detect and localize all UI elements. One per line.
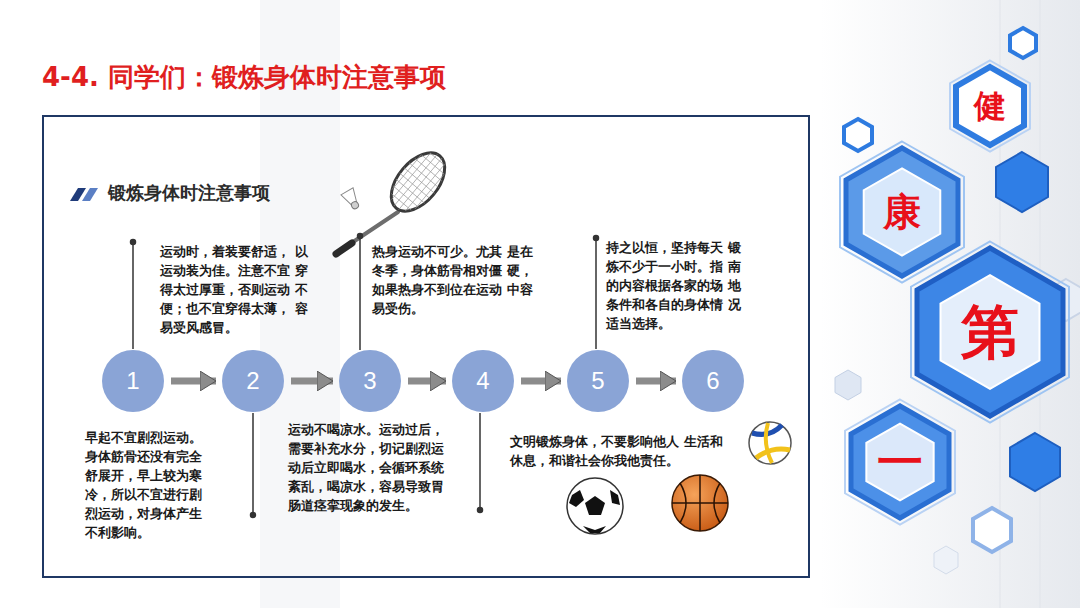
decor-hexagon: [996, 152, 1048, 212]
step-number: 4: [476, 367, 489, 395]
racket-string: [399, 158, 442, 210]
hexagon-ring: [911, 242, 1069, 423]
hexagon-core: [941, 275, 1040, 389]
title-hexagon: 第: [915, 246, 1065, 418]
hexagon-char: 康: [883, 193, 921, 231]
decor-hexagon: [835, 370, 861, 400]
leader-dot: [131, 240, 136, 245]
ball-panel: [756, 449, 790, 458]
step-circle: 3: [339, 350, 401, 412]
note-text: 运动时，着装要舒适， 以运动装为佳。注意不宜 穿得太过厚重，否则运动 不便；也不…: [160, 242, 310, 337]
ball-seam: [699, 475, 701, 531]
hexagon-body: [956, 67, 1024, 145]
racket-string: [409, 163, 439, 188]
flow-arrow: [521, 378, 561, 385]
shuttlecock: [341, 188, 363, 212]
note-text: 持之以恒，坚持每天 锻炼不少于一小时。指 南的内容根据各家的场 地条件和各自的身…: [606, 238, 742, 333]
slash-mark: [82, 188, 98, 201]
leader-line: [595, 238, 597, 349]
ball-seam: [680, 483, 686, 523]
flow-arrow: [408, 378, 446, 385]
ball-body: [567, 478, 623, 534]
hexagon-ring: [950, 61, 1030, 152]
leader-line: [359, 236, 361, 350]
racket-grip: [336, 243, 352, 254]
title-hexagon: 一: [849, 404, 951, 520]
racket-string: [430, 153, 444, 165]
ball-patch: [610, 490, 620, 505]
leader-dot: [358, 234, 363, 239]
decor-hexagon: [844, 119, 872, 151]
hexagon-ring: [840, 142, 964, 283]
leader-dot: [478, 508, 483, 513]
decor-hexagon: [973, 508, 1011, 552]
hexagon-ring: [845, 400, 955, 525]
leader-line: [479, 413, 481, 510]
step-number: 5: [591, 367, 604, 395]
leader-line: [252, 413, 254, 515]
shuttle-cork: [350, 200, 360, 210]
racket-frame: [381, 143, 455, 221]
ball-patch: [569, 490, 584, 507]
title-hexagon: 康: [844, 146, 960, 278]
step-number: 1: [126, 367, 139, 395]
step-circle: 6: [682, 350, 744, 412]
note-text: 早起不宜剧烈运动。 身体筋骨还没有完全 舒展开，早上较为寒 冷，所以不宜进行剧 …: [85, 428, 211, 542]
racket-string: [394, 154, 437, 206]
panel-heading: 锻炼身体时注意事项: [108, 181, 270, 205]
football: [567, 478, 623, 534]
ball-seam: [714, 483, 720, 523]
hexagon-char: 一: [877, 439, 923, 485]
leader-dot: [251, 513, 256, 518]
racket-strings: [381, 143, 455, 220]
decor-hexagon: [934, 546, 958, 574]
ball-body: [749, 422, 791, 464]
hexagon-core: [866, 424, 933, 501]
racket-string: [422, 155, 445, 174]
step-circle: 5: [567, 350, 629, 412]
volleyball: [749, 422, 791, 464]
hexagon-char: 健: [974, 90, 1006, 122]
leader-dot: [594, 236, 599, 241]
racket-string: [391, 194, 411, 211]
racket-head: [381, 143, 455, 221]
hexagon-body: [846, 148, 958, 276]
decor-hexagon: [1010, 433, 1060, 491]
flow-arrow: [636, 378, 676, 385]
step-circle: 4: [452, 350, 514, 412]
step-circle: 2: [222, 350, 284, 412]
racket-string: [405, 165, 444, 212]
flow-arrow: [171, 378, 216, 385]
ball-body: [672, 475, 728, 531]
title-hexagon: 健: [954, 65, 1026, 147]
step-number: 2: [246, 367, 259, 395]
hexagon-body: [851, 406, 949, 518]
racket-string: [396, 179, 425, 203]
badminton-racket: [336, 143, 455, 254]
note-text: 热身运动不可少。尤其 是在冬季，身体筋骨相对僵 硬，如果热身不到位在运动 中容易…: [372, 242, 534, 318]
hexagon-char: 第: [961, 303, 1019, 361]
decor-hexagons: [835, 28, 1080, 574]
basketball: [672, 475, 728, 531]
ball-panel: [766, 423, 772, 463]
racket-string: [415, 158, 442, 181]
hexagon-core: [864, 168, 941, 255]
step-number: 3: [363, 367, 376, 395]
step-number: 6: [706, 367, 719, 395]
decor-hexagon: [1010, 28, 1036, 58]
side-panel: [820, 0, 1080, 608]
hexagon-body: [917, 248, 1063, 416]
racket-string: [393, 186, 418, 207]
step-circle: 1: [102, 350, 164, 412]
note-text: 运动不喝凉水。运动过后， 需要补充水分，切记剧烈运 动后立即喝水，会循环系统 紊…: [288, 420, 452, 515]
slide-title: 4-4. 同学们：锻炼身体时注意事项: [42, 60, 446, 95]
ball-patch: [585, 496, 605, 515]
header-icon: [70, 188, 98, 201]
flow-arrow: [291, 378, 333, 385]
note-text: 文明锻炼身体，不要影响他人 生活和休息，和谐社会你我他责任。: [510, 432, 728, 470]
leader-line: [132, 242, 134, 349]
ball-patch: [583, 526, 606, 533]
